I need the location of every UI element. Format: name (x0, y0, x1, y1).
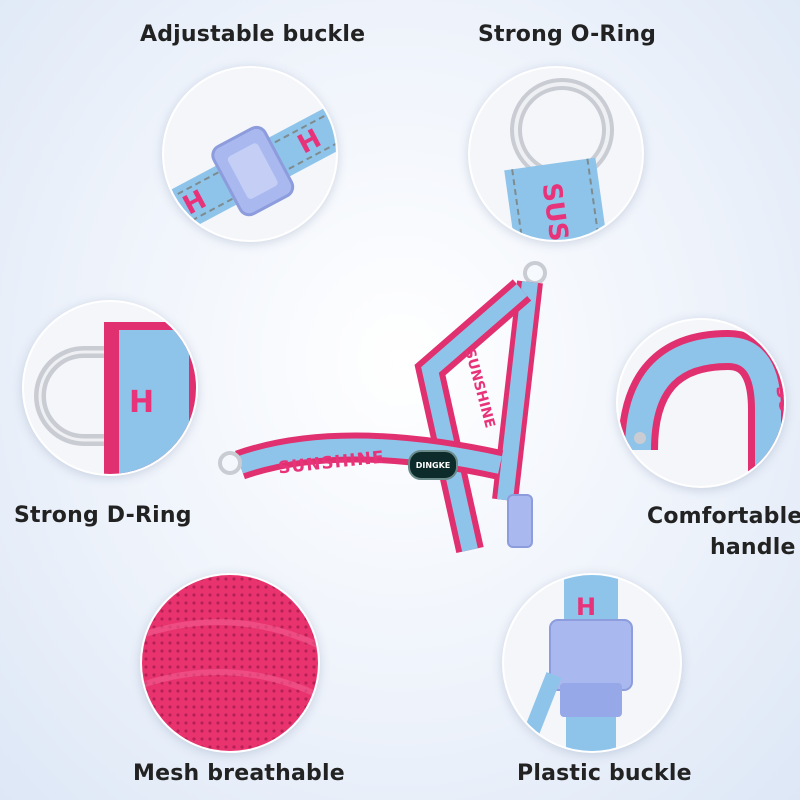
brand-tag: DINGKE (408, 450, 458, 480)
mesh-closeup (140, 573, 320, 753)
brand-tag-text: DINGKE (415, 460, 451, 470)
d-ring-closeup: H (22, 300, 198, 476)
label-comfortable-handle-line2: handle (710, 535, 796, 560)
svg-text:H: H (129, 385, 154, 420)
label-mesh-breathable: Mesh breathable (133, 761, 345, 786)
comfortable-handle-closeup: SU (616, 318, 786, 488)
plastic-buckle-closeup: H (502, 573, 682, 753)
label-adjustable-buckle: Adjustable buckle (140, 22, 366, 47)
label-o-ring: Strong O-Ring (478, 22, 657, 47)
label-plastic-buckle: Plastic buckle (517, 761, 692, 786)
svg-text:SUNSHINE: SUNSHINE (461, 347, 498, 430)
label-comfortable-handle-line1: Comfortable (647, 504, 800, 529)
o-ring-closeup: SUS (468, 66, 644, 242)
harness-product: SUNSHINE SUNSHINE DINGKE (200, 250, 560, 580)
adjustable-buckle-closeup: H H (162, 66, 338, 242)
svg-text:H: H (576, 593, 596, 621)
label-d-ring: Strong D-Ring (14, 503, 192, 528)
